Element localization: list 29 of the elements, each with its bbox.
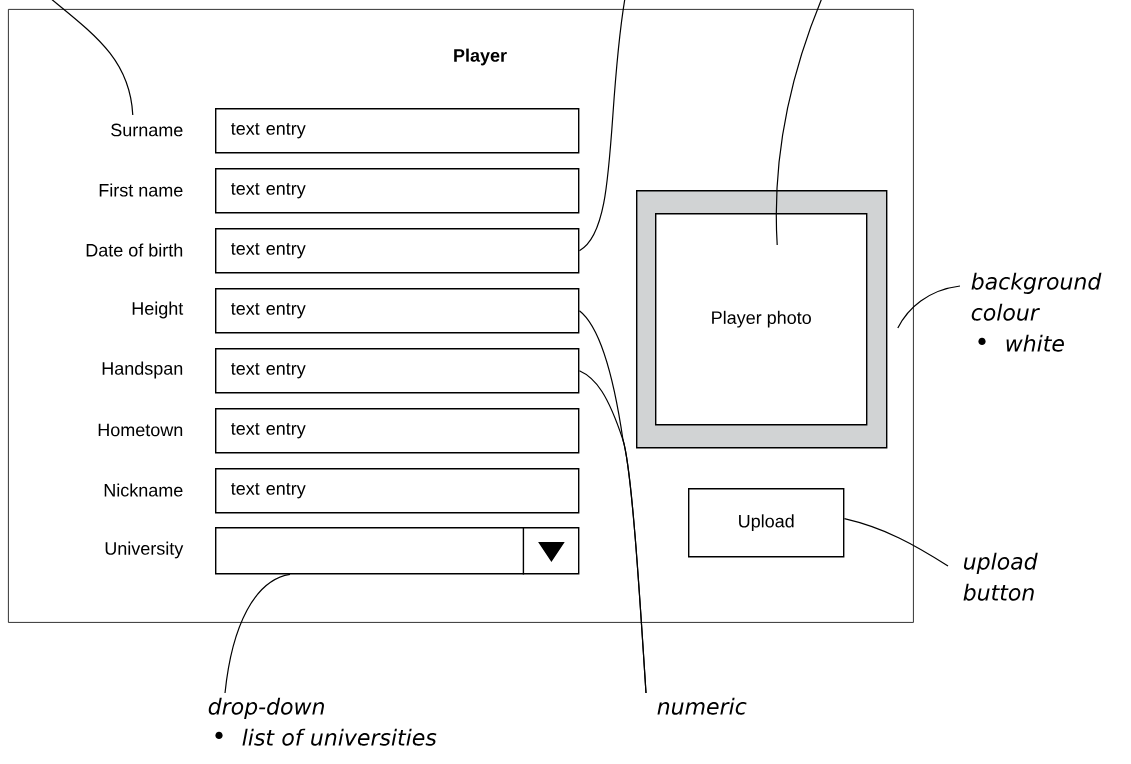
leader-line [578, 0, 626, 252]
text-entry-field: text entry [215, 228, 580, 274]
annotation-text: upload button [963, 552, 1038, 601]
field-label: University [105, 541, 184, 559]
photo-box: Player photo [655, 213, 868, 426]
text-entry-field: text entry [215, 408, 580, 454]
annotation-text: drop-down list of universities [208, 697, 437, 746]
annotation-text: numeric [657, 697, 747, 715]
leader-line [49, 0, 134, 116]
field-label: Nickname [104, 483, 183, 497]
text-entry-field: text entry [215, 168, 580, 214]
leader-line [897, 285, 961, 329]
form-title: Player [454, 48, 507, 66]
upload-button: Upload [688, 488, 845, 558]
field-label: Height [132, 301, 184, 319]
text-entry-field: text entry [215, 348, 580, 394]
field-label: Surname [111, 123, 183, 137]
text-entry-field: text entry [215, 468, 580, 514]
annotation-text: background colour white [971, 272, 1102, 352]
field-label: Hometown [98, 423, 183, 437]
field-label: First name [99, 183, 183, 197]
text-entry-field: text entry [215, 288, 580, 334]
leader-line [224, 573, 291, 694]
leader-line [843, 518, 949, 567]
field-label: Handspan [102, 361, 183, 379]
field-label: Date of birth [86, 243, 183, 257]
leader-line [578, 370, 647, 694]
text-entry-field: text entry [215, 108, 580, 154]
leader-line [775, 0, 823, 246]
